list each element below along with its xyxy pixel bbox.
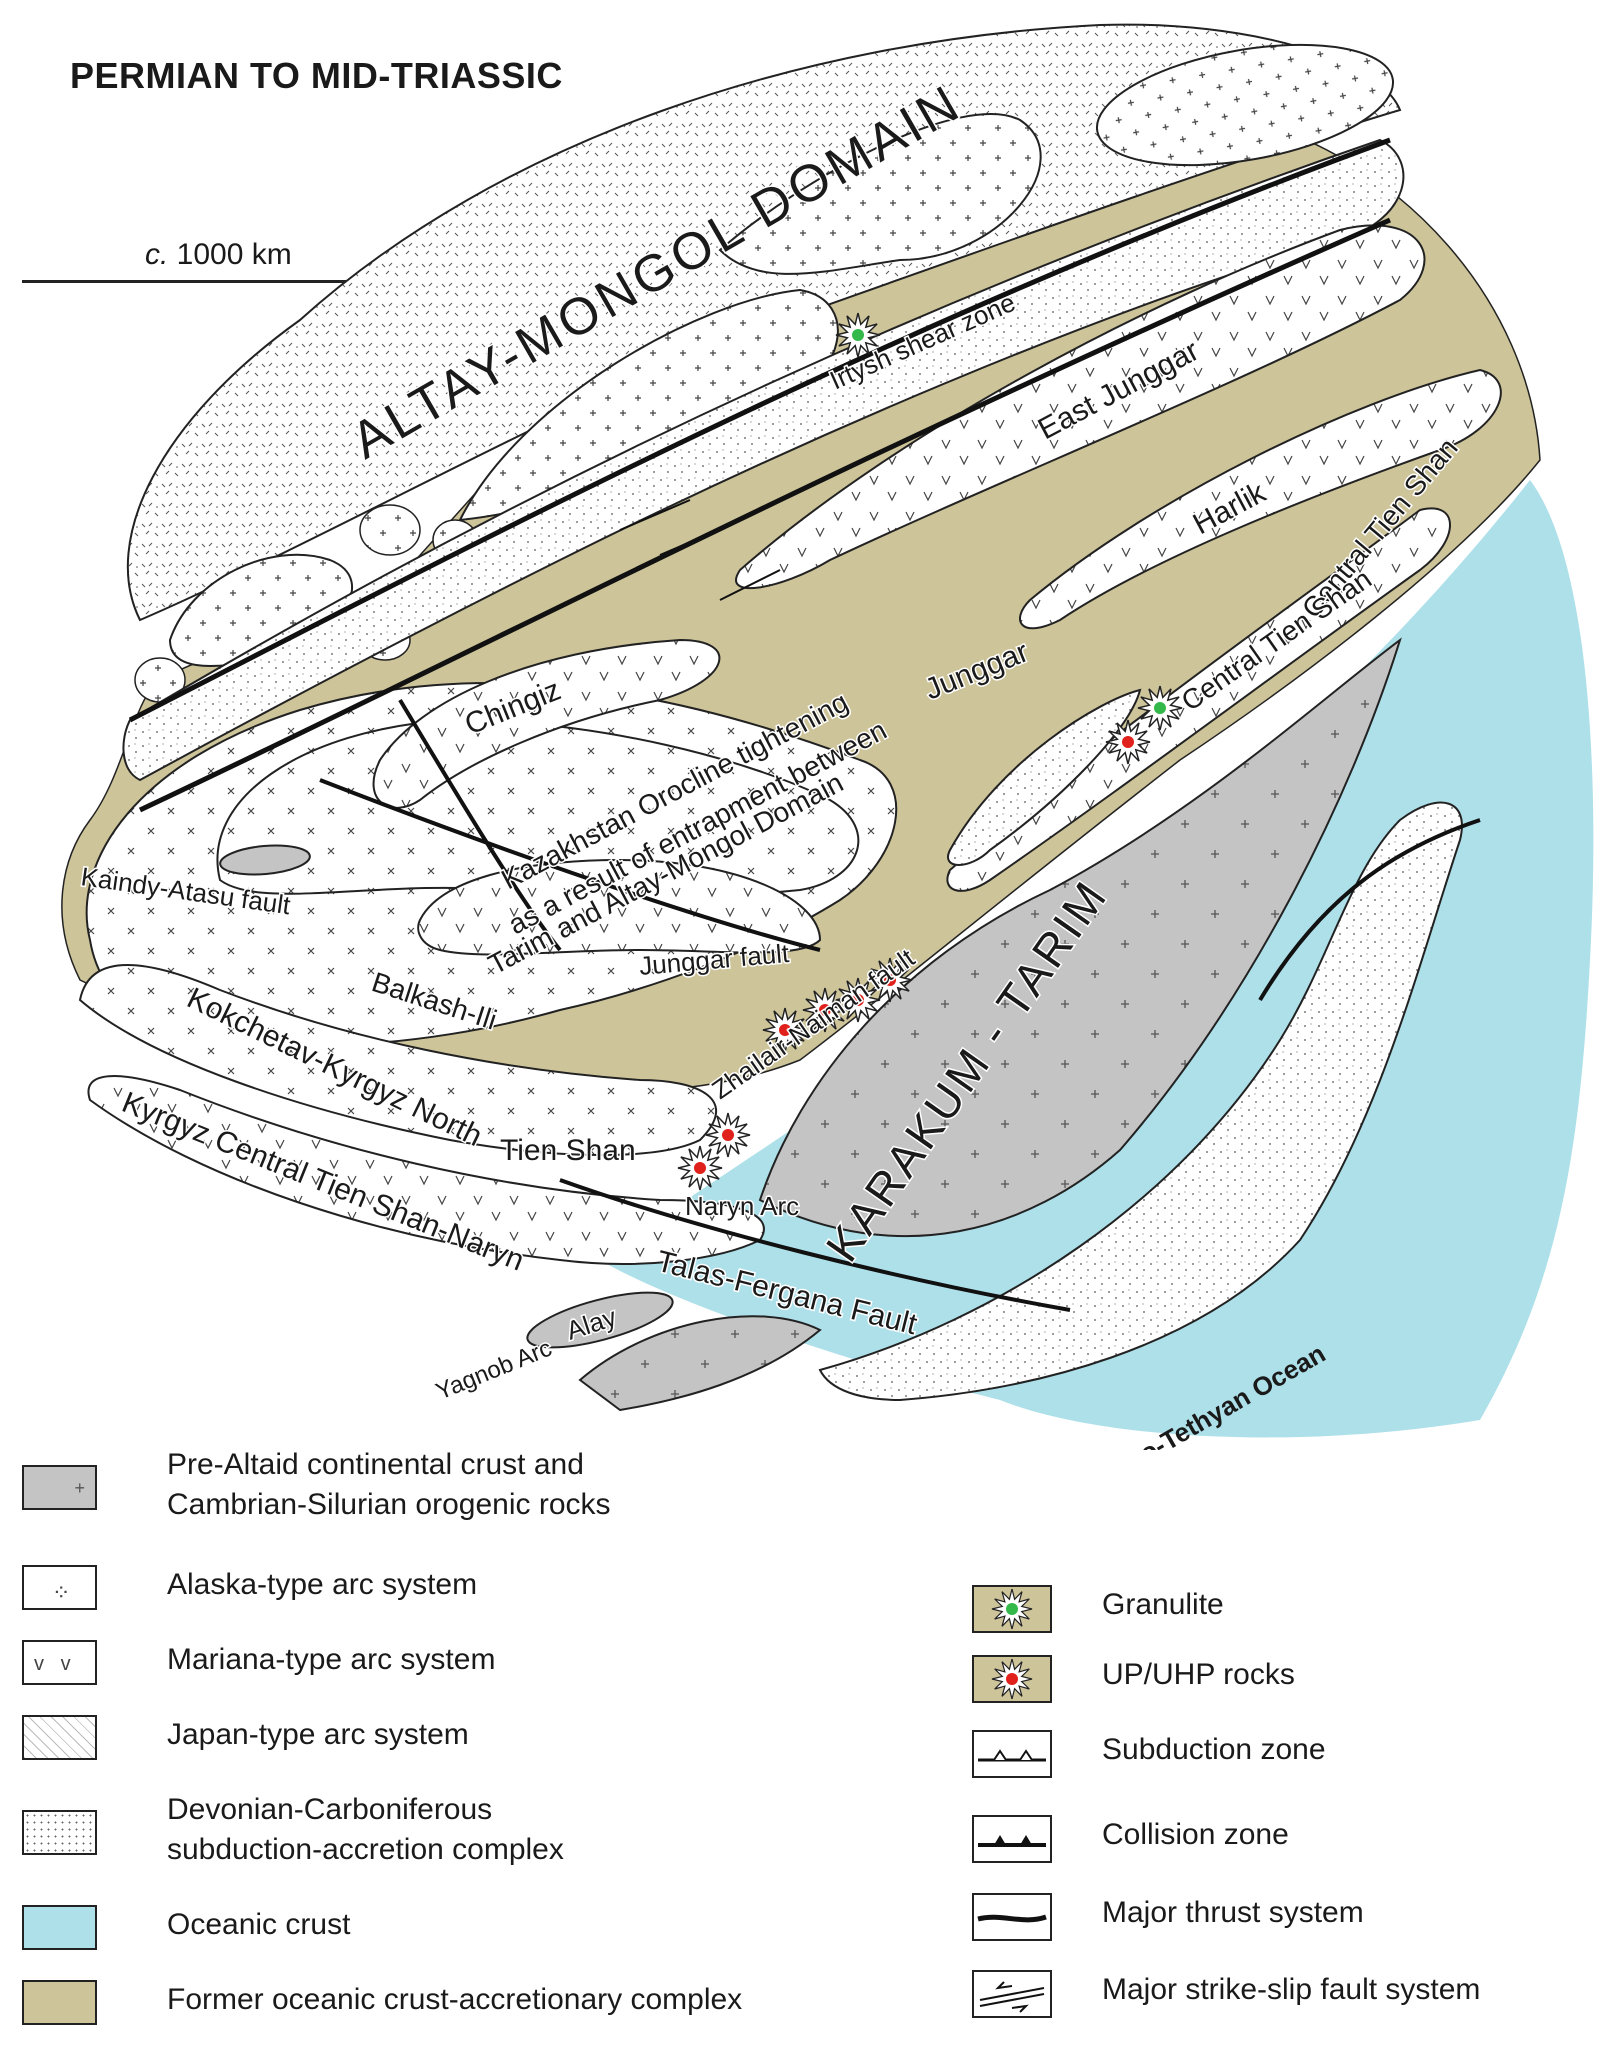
central-tien-shan-belt (946, 507, 1451, 892)
label-tien-shan: Tien Shan (500, 1134, 636, 1167)
granulite-star (835, 312, 881, 358)
kaindy-block (219, 844, 311, 876)
scale-bar (22, 280, 490, 283)
label-naryn-arc: Naryn Arc (685, 1191, 799, 1221)
granulite-star (1137, 685, 1183, 731)
kyrgyz-central-belt (87, 1075, 765, 1265)
uhp-star (705, 1112, 751, 1158)
uhp-star (867, 957, 913, 1003)
scale-prefix: c. (145, 238, 169, 271)
legend-label: Alaska-type arc system (167, 1568, 478, 1601)
strike-slip-icon (972, 1970, 1052, 2018)
legend-swatch-ocean (22, 1905, 97, 1950)
metamorphic-stars (677, 312, 1183, 1191)
collision-icon (972, 1815, 1052, 1863)
legend-item: Major thrust system (972, 1893, 1364, 1941)
legend-item: Oceanic crust (22, 1905, 350, 1950)
legend-label: Oceanic crust (167, 1908, 351, 1941)
junggar-tongue (947, 688, 1142, 866)
legend-item: Subduction zone (972, 1730, 1326, 1778)
cross-blob (359, 504, 421, 556)
chingiz-arc (372, 638, 721, 809)
legend-label: Devonian-Carboniferous subduction-accret… (167, 1793, 564, 1866)
legend-label: Granulite (1102, 1588, 1224, 1621)
tethys-accretion-belt (818, 801, 1463, 1402)
legend-label: Mariana-type arc system (167, 1643, 496, 1676)
legend-item: Collision zone (972, 1815, 1289, 1863)
map-title: PERMIAN TO MID-TRIASSIC (70, 55, 563, 96)
legend-item: Former oceanic crust-accretionary comple… (22, 1980, 742, 2025)
legend-item: Granulite (972, 1585, 1224, 1633)
legend-item: Devonian-Carboniferous subduction-accret… (22, 1790, 564, 1870)
label-yagnob: Yagnob Arc (432, 1335, 556, 1406)
scale-label: c. 1000 km (145, 238, 292, 272)
cross-blob (718, 113, 1042, 275)
harlik-belt (1019, 368, 1502, 630)
legend-label: Former oceanic crust-accretionary comple… (167, 1983, 743, 2016)
legend-item: ⁘ Alaska-type arc system (22, 1565, 477, 1610)
legend-swatch-devonian (22, 1810, 97, 1855)
thrust-line (319, 778, 821, 952)
orocline-inner-arc (417, 858, 822, 956)
legend-item: UP/UHP rocks (972, 1655, 1295, 1703)
legend-swatch-former (22, 1980, 97, 2025)
legend-label: Major strike-slip fault system (1102, 1973, 1481, 2006)
yagnob-block (578, 1315, 822, 1412)
subduction-icon (972, 1730, 1052, 1778)
legend-swatch-continental: + (22, 1465, 97, 1510)
thrust-line (1258, 818, 1481, 1002)
thrust-line (138, 217, 1392, 813)
karakum-tarim-block (758, 637, 1402, 1237)
legend-label: UP/UHP rocks (1102, 1658, 1295, 1691)
legend-label: Subduction zone (1102, 1733, 1326, 1766)
granulite-star-icon (972, 1585, 1052, 1633)
alay-block (526, 1291, 674, 1349)
legend-label: Collision zone (1102, 1818, 1289, 1851)
legend-item: Major strike-slip fault system (972, 1970, 1480, 2018)
thrust-line (128, 137, 1391, 723)
uhp-star (677, 1145, 723, 1191)
scale-value: 1000 km (168, 238, 292, 271)
legend-item: + Pre-Altaid continental crust and Cambri… (22, 1445, 611, 1525)
legend-label: Pre-Altaid continental crust and Cambria… (167, 1448, 611, 1521)
legend-swatch-mariana: v v (22, 1640, 97, 1685)
uhp-star-icon (972, 1655, 1052, 1703)
kokchetav-belt (78, 964, 717, 1156)
legend-swatch-japan (22, 1715, 97, 1760)
uhp-star (762, 1007, 808, 1053)
legend-item: v v Mariana-type arc system (22, 1640, 495, 1685)
thrust-line (559, 1178, 1071, 1312)
strike-slip-arrows (619, 499, 781, 601)
thrust-icon (972, 1893, 1052, 1941)
cross-blob (1095, 43, 1395, 167)
legend-label: Major thrust system (1102, 1896, 1364, 1929)
uhp-star (1105, 719, 1151, 765)
legend: + Pre-Altaid continental crust and Cambri… (22, 1445, 1612, 2065)
tectonic-map: ALTAY-MONGOL DOMAIN Irtysh shear zone Ea… (61, 23, 1594, 1450)
east-junggar-belt (735, 224, 1426, 590)
thrust-line (398, 698, 562, 952)
legend-label: Japan-type arc system (167, 1718, 469, 1751)
legend-swatch-alaska: ⁘ (22, 1565, 97, 1610)
legend-item: Japan-type arc system (22, 1715, 469, 1760)
